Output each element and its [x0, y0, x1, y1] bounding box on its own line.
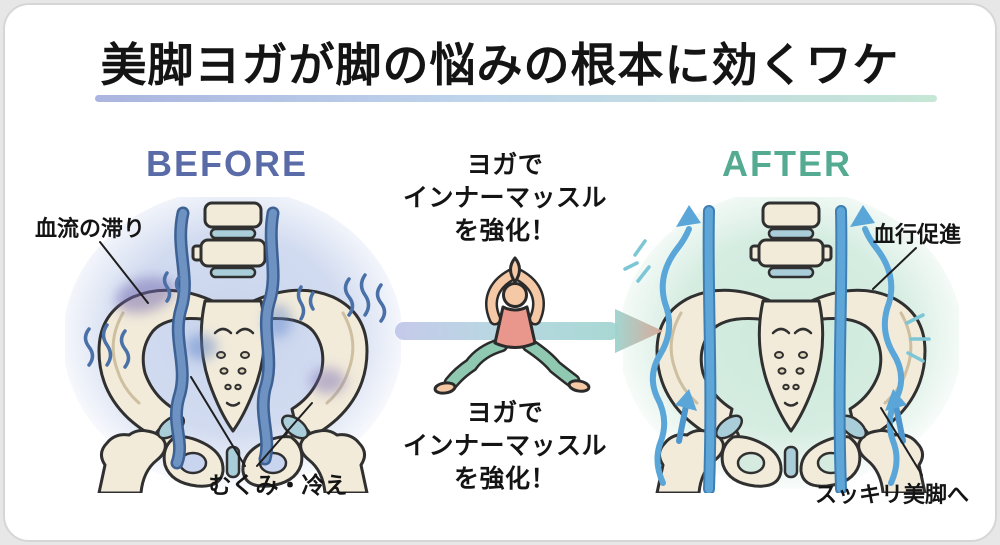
before-label: BEFORE	[145, 143, 308, 184]
annotation-beautiful-legs: スッキリ美脚へ	[815, 482, 970, 507]
center-bottom-text: ヨガで インナーマッスル を強化！	[402, 399, 607, 493]
yoga-pose-icon	[433, 256, 591, 395]
annotation-blood-stagnation: 血流の滞り	[35, 216, 146, 241]
title-underline	[95, 95, 937, 102]
center-top-text: ヨガで インナーマッスル を強化！	[402, 151, 607, 245]
freshness-sparkle-lines	[623, 239, 931, 363]
after-label: AFTER	[722, 143, 852, 184]
annotation-circulation: 血行促進	[873, 222, 962, 247]
infographic-card: 美脚ヨガが脚の悩みの根本に効くワケ BEFORE AFTER	[3, 3, 997, 542]
annotation-swelling-cold: むくみ・冷え	[208, 472, 348, 498]
cold-shiver-squiggles	[83, 271, 387, 369]
yoga-figure	[433, 256, 591, 395]
page-title: 美脚ヨガが脚の悩みの根本に効くワケ	[100, 39, 900, 91]
up-flow-arrow-icon	[676, 205, 701, 227]
smooth-vessels	[649, 205, 907, 493]
up-flow-arrow-icon	[850, 205, 875, 227]
